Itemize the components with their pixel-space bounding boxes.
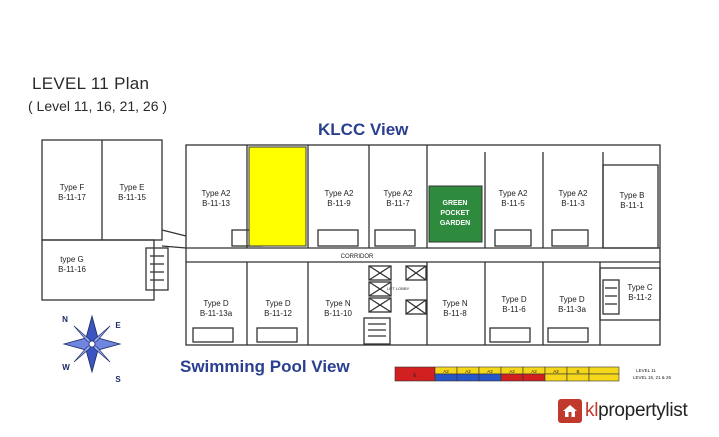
garden-label: POCKET — [440, 210, 470, 217]
unit-code-label: B-11-2 — [628, 293, 652, 302]
unit-type-label: Type C — [627, 283, 653, 292]
legend-cell-label: A2 — [487, 369, 493, 374]
brand-prefix: kl — [585, 400, 599, 421]
unit-type-label: Type A2 — [559, 189, 588, 198]
unit-code-label: B-11-13a — [200, 309, 233, 318]
garden-label: GREEN — [443, 200, 468, 207]
garden-label: GARDEN — [440, 220, 470, 227]
unit-code-label: B-11-9 — [327, 199, 351, 208]
unit-code-label: B-11-7 — [386, 199, 410, 208]
unit-type-label: Type F — [60, 183, 85, 192]
green-pocket-garden — [428, 185, 483, 243]
unit-code-label: B-11-15 — [118, 193, 146, 202]
unit-code-label: B-11-10 — [324, 309, 352, 318]
plan-subtitle: ( Level 11, 16, 21, 26 ) — [28, 98, 168, 114]
legend-row-label: LEVEL 16, 21 & 26 — [633, 375, 672, 380]
klcc-view-label: KLCC View — [318, 120, 409, 139]
unit-code-label: B-11-16 — [58, 265, 86, 274]
unit-code-label: B-11-3a — [558, 305, 586, 314]
unit-code-label: B-11-1 — [620, 201, 644, 210]
legend-cell-label: B — [576, 369, 579, 374]
legend-cell-label: E — [413, 373, 417, 379]
compass-rose-icon — [62, 314, 122, 374]
brand-suffix: propertylist — [598, 400, 688, 421]
unit-code-label: B-11-17 — [58, 193, 86, 202]
unit-type-label: Type D — [265, 299, 291, 308]
unit-type-label: Type D — [203, 299, 229, 308]
klpropertylist-logo: klpropertylist — [558, 398, 688, 424]
legend-row-label: LEVEL 11 — [636, 368, 656, 373]
legend-cell-label: A2 — [465, 369, 471, 374]
legend-bar — [394, 366, 620, 382]
unit-type-label: Type E — [120, 183, 145, 192]
lift-3 — [368, 297, 392, 313]
corridor-label: CORRIDOR — [341, 254, 374, 260]
left-stair-outline — [145, 247, 169, 291]
legend-cell-label: A2 — [443, 369, 449, 374]
compass-letter: N — [62, 315, 68, 324]
legend-cell-label: A2 — [509, 369, 515, 374]
plan-title: LEVEL 11 Plan — [32, 74, 150, 93]
highlighted-unit — [248, 146, 307, 247]
unit-type-label: Type D — [559, 295, 585, 304]
lift-2 — [368, 281, 392, 297]
type-c-outline — [599, 267, 661, 321]
center-stair — [363, 317, 391, 345]
unit-type-label: Type N — [442, 299, 468, 308]
unit-code-label: B-11-13 — [202, 199, 230, 208]
unit-type-label: Type A2 — [499, 189, 528, 198]
unit-code-label: B-11-3 — [561, 199, 585, 208]
swimming-pool-view-label: Swimming Pool View — [180, 357, 350, 376]
unit-type-label: Type A2 — [202, 189, 231, 198]
unit-code-label: B-11-5 — [501, 199, 525, 208]
unit-code-label: B-11-8 — [443, 309, 467, 318]
legend-cell-label: A2 — [553, 369, 559, 374]
compass-letter: E — [115, 321, 121, 330]
unit-type-label: Type A2 — [384, 189, 413, 198]
left-wing-lower-outline — [41, 239, 155, 301]
type-b-outline — [602, 164, 659, 249]
compass-letter: S — [115, 375, 121, 384]
home-icon — [558, 399, 582, 423]
unit-type-label: Type B — [620, 191, 645, 200]
compass-letter: W — [62, 363, 70, 372]
unit-code-label: B-11-12 — [264, 309, 292, 318]
legend-cell-label: A2 — [531, 369, 537, 374]
unit-type-label: Type N — [325, 299, 351, 308]
lift-lobby-label: LIFT LOBBY — [387, 286, 410, 291]
unit-code-label: B-11-6 — [502, 305, 526, 314]
unit-type-label: type G — [60, 255, 84, 264]
unit-type-label: Type D — [501, 295, 527, 304]
main-block-outline — [185, 144, 661, 346]
lift-1 — [368, 265, 392, 281]
unit-type-label: Type A2 — [325, 189, 354, 198]
